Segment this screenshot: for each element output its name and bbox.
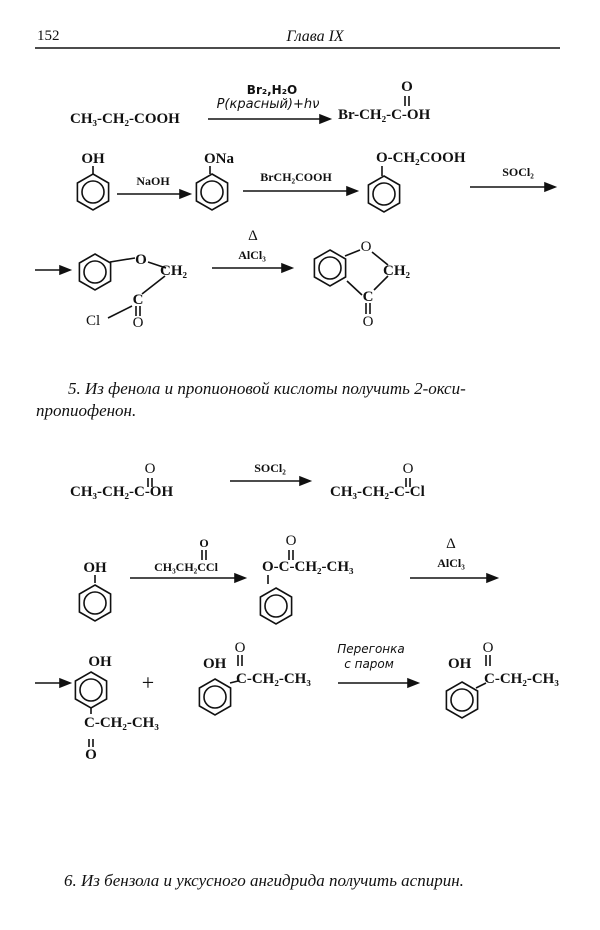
ring-ch2: CH₂: [383, 263, 410, 279]
reaction-arrow: [35, 264, 73, 276]
ketone-o: O: [362, 314, 374, 330]
page-number: 152: [37, 28, 60, 44]
reagent-o: O: [199, 536, 209, 550]
ring-c: C: [362, 289, 374, 305]
reaction-arrow: [470, 181, 558, 193]
aromatic-circle: [200, 180, 224, 204]
aromatic-circle: [372, 182, 396, 206]
problem-5-line2: пропиофенон.: [36, 401, 137, 420]
reagent-socl2-2: SOCl₂: [254, 461, 286, 475]
chloride-o: O: [402, 461, 414, 477]
benzene-ring: [313, 249, 347, 287]
plus-sign: +: [141, 670, 155, 695]
propionic-acid: CH₃-CH₂-COOH: [70, 111, 180, 127]
propionic-acid-2: CH₃-CH₂-C-OH: [70, 484, 174, 500]
phenyl-propionate: O-C-CH₂-CH₃: [262, 559, 354, 575]
benzene-ring: [367, 175, 401, 213]
reaction-arrow: [212, 262, 295, 274]
benzene-rings: [74, 173, 479, 719]
phenolate-ona: ONa: [204, 151, 234, 167]
propionyl-chloride: CH₃-CH₂-C-Cl: [330, 484, 425, 500]
benzene-ring: [78, 253, 112, 291]
benzene-ring: [78, 584, 112, 622]
reaction-arrow: [243, 185, 360, 197]
bromoacetic-acid: Br-CH₂-C-OH: [338, 107, 431, 123]
reagent-naoh: NaOH: [136, 174, 170, 188]
reagent-bromoacetic: BrCH₂COOH: [260, 170, 332, 184]
benzene-ring: [76, 173, 110, 211]
acyl-c: C: [132, 292, 144, 308]
problem-6: 6. Из бензола и уксусного ангидрида полу…: [64, 871, 464, 890]
reagent-bromine: Br₂,H₂O: [246, 83, 298, 97]
product-o: O: [482, 640, 494, 656]
catalyst-alcl3: AlCl₃: [238, 248, 266, 262]
acyl-o: O: [132, 315, 144, 331]
ortho-o: O: [234, 640, 246, 656]
bonds: [88, 96, 491, 747]
aromatic-circle: [81, 180, 105, 204]
reaction-arrows: [35, 113, 558, 689]
para-oh: OH: [88, 654, 112, 670]
chapter-title: Глава IX: [286, 28, 344, 45]
reaction-arrow: [117, 188, 193, 200]
condition-steam-1: Перегонка: [337, 642, 405, 656]
reaction-arrow: [208, 113, 333, 125]
aromatic-circle: [83, 260, 107, 284]
phenol-oh-2: OH: [83, 560, 107, 576]
heat-symbol-2: Δ: [446, 536, 456, 552]
benzene-ring: [445, 681, 479, 719]
para-chain: C-CH₂-CH₃: [84, 715, 159, 731]
chloride-cl: Cl: [86, 313, 101, 329]
para-o: O: [85, 747, 97, 763]
ortho-chain: C-CH₂-CH₃: [236, 671, 311, 687]
benzene-ring: [195, 173, 229, 211]
benzene-ring: [198, 678, 232, 716]
ring-o: O: [360, 239, 372, 255]
aromatic-circle: [318, 256, 342, 280]
reaction-arrow: [230, 475, 313, 487]
reagent-propionyl-chloride: CH₃CH₂CCl: [154, 560, 218, 574]
aromatic-circle: [203, 685, 227, 709]
condition-steam-2: с паром: [344, 657, 394, 671]
aromatic-circle: [79, 678, 103, 702]
aromatic-circle: [450, 688, 474, 712]
ch2: CH₂: [160, 263, 187, 279]
reagent-socl2: SOCl₂: [502, 165, 534, 179]
aromatic-circle: [83, 591, 107, 615]
product-oh: OH: [448, 656, 472, 672]
ortho-oh: OH: [203, 656, 227, 672]
catalyst-alcl3-2: AlCl₃: [437, 556, 465, 570]
aromatic-circle: [264, 594, 288, 618]
phenoxyacetic-acid: O-CH₂COOH: [376, 150, 466, 166]
phenol-oh: OH: [81, 151, 105, 167]
acid-o: O: [144, 461, 156, 477]
product-chain: C-CH₂-CH₃: [484, 671, 559, 687]
problem-5-line1: 5. Из фенола и пропионовой кислоты получ…: [68, 379, 466, 398]
carbonyl-o: O: [401, 79, 413, 95]
heat-symbol: Δ: [248, 228, 258, 244]
reaction-arrow: [130, 572, 248, 584]
ether-o: O: [135, 252, 147, 268]
reaction-arrow: [35, 677, 73, 689]
benzene-ring: [259, 587, 293, 625]
ester-o: O: [285, 533, 297, 549]
reaction-arrow: [410, 572, 500, 584]
reaction-arrow: [338, 677, 421, 689]
reagent-phosphorus: P(красный)+hν: [216, 97, 320, 112]
